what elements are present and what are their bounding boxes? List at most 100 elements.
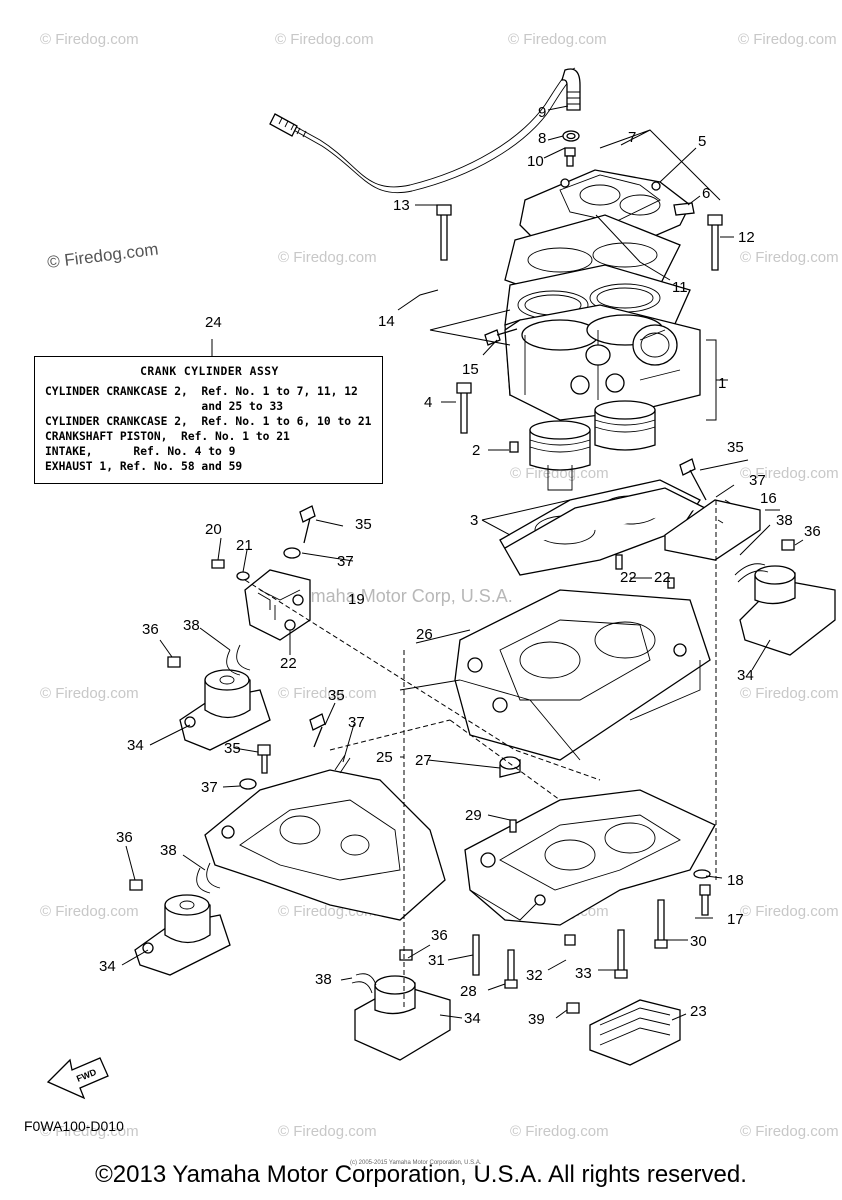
callout-18: 18 bbox=[727, 872, 744, 889]
callout-6: 6 bbox=[702, 185, 710, 202]
callout-35a: 35 bbox=[727, 439, 744, 456]
washers bbox=[196, 499, 769, 994]
callout-15: 15 bbox=[462, 361, 479, 378]
callout-38b: 38 bbox=[183, 617, 200, 634]
callout-21: 21 bbox=[236, 537, 253, 554]
watermark: © Firedog.com bbox=[740, 249, 839, 266]
watermark-prominent: © Firedog.com bbox=[46, 239, 159, 271]
watermark: © Firedog.com bbox=[278, 1123, 377, 1140]
callout-34a: 34 bbox=[737, 667, 754, 684]
callout-14: 14 bbox=[378, 313, 395, 330]
callout-25: 25 bbox=[376, 749, 393, 766]
callout-36c: 36 bbox=[116, 829, 133, 846]
callout-31: 31 bbox=[428, 952, 445, 969]
reference-box-title: CRANK CYLINDER ASSY bbox=[140, 365, 279, 378]
callout-27: 27 bbox=[415, 752, 432, 769]
callout-37c: 37 bbox=[348, 714, 365, 731]
callout-12: 12 bbox=[738, 229, 755, 246]
engine-mount-lower-left bbox=[134, 894, 231, 976]
callout-35c: 35 bbox=[328, 687, 345, 704]
callout-37b: 37 bbox=[337, 553, 354, 570]
reference-row: CYLINDER CRANKCASE 2, Ref. No. 1 to 7, 1… bbox=[45, 385, 358, 398]
cylinder-block bbox=[504, 304, 701, 421]
watermark: © Firedog.com bbox=[738, 31, 837, 48]
callout-10: 10 bbox=[527, 153, 544, 170]
pistons bbox=[529, 400, 656, 491]
watermark: © Firedog.com bbox=[740, 903, 839, 920]
callout-38c: 38 bbox=[160, 842, 177, 859]
bearing-27 bbox=[499, 756, 521, 778]
copyright-notice: ©2013 Yamaha Motor Corporation, U.S.A. A… bbox=[95, 1161, 747, 1188]
callout-8: 8 bbox=[538, 130, 546, 147]
callout-37a: 37 bbox=[749, 472, 766, 489]
watermark: © Firedog.com bbox=[275, 31, 374, 48]
callout-22b: 22 bbox=[654, 569, 671, 586]
callout-numbers: 1 2 3 4 5 6 7 8 9 10 11 12 13 14 15 16 1… bbox=[99, 104, 821, 1028]
mount-bracket-19 bbox=[244, 569, 311, 641]
bolts bbox=[129, 204, 795, 1014]
callout-29: 29 bbox=[465, 807, 482, 824]
watermark: © Firedog.com bbox=[510, 1123, 609, 1140]
alignment-lines bbox=[244, 500, 717, 1010]
callout-34d: 34 bbox=[464, 1010, 481, 1027]
callout-1: 1 bbox=[718, 375, 726, 392]
front-engine-bracket bbox=[204, 769, 446, 921]
watermark: © Firedog.com bbox=[40, 903, 139, 920]
callout-33: 33 bbox=[575, 965, 592, 982]
callout-7: 7 bbox=[628, 129, 636, 146]
hose-clamp bbox=[562, 130, 580, 142]
reference-row: INTAKE, Ref. No. 4 to 9 bbox=[45, 445, 236, 458]
callout-36a: 36 bbox=[804, 523, 821, 540]
callout-35d: 35 bbox=[224, 740, 241, 757]
callout-2: 2 bbox=[472, 442, 480, 459]
callout-22a: 22 bbox=[620, 569, 637, 586]
callout-36b: 36 bbox=[142, 621, 159, 638]
callout-38a: 38 bbox=[776, 512, 793, 529]
watermark-layer: © Firedog.com © Firedog.com © Firedog.co… bbox=[40, 31, 839, 1140]
bolt-10 bbox=[564, 147, 576, 167]
callout-28: 28 bbox=[460, 983, 477, 1000]
crankcase-upper bbox=[454, 589, 711, 761]
callout-30: 30 bbox=[690, 933, 707, 950]
overlay-watermark: Yamaha Motor Corp, U.S.A. bbox=[290, 586, 513, 606]
callout-34b: 34 bbox=[127, 737, 144, 754]
reference-row: CYLINDER CRANKCASE 2, Ref. No. 1 to 6, 1… bbox=[45, 415, 372, 428]
callout-13: 13 bbox=[393, 197, 410, 214]
leader-lines bbox=[121, 105, 804, 1021]
callout-39: 39 bbox=[528, 1011, 545, 1028]
reference-row: and 25 to 33 bbox=[45, 400, 284, 413]
callout-23: 23 bbox=[690, 1003, 707, 1020]
reference-box: CRANK CYLINDER ASSY CYLINDER CRANKCASE 2… bbox=[34, 356, 383, 484]
callout-16: 16 bbox=[760, 490, 777, 507]
watermark: © Firedog.com bbox=[278, 685, 377, 702]
callout-36d: 36 bbox=[431, 927, 448, 944]
watermark: © Firedog.com bbox=[740, 685, 839, 702]
base-gaskets bbox=[499, 479, 706, 576]
callout-19: 19 bbox=[348, 591, 365, 608]
crankcase-lower bbox=[464, 789, 716, 926]
callout-3: 3 bbox=[470, 512, 478, 529]
reference-row: EXHAUST 1, Ref. No. 58 and 59 bbox=[45, 460, 243, 473]
watermark: © Firedog.com bbox=[510, 465, 609, 482]
engine-mount-right-upper bbox=[664, 499, 836, 656]
reference-row: CRANKSHAFT PISTON, Ref. No. 1 to 21 bbox=[45, 430, 290, 443]
callout-20: 20 bbox=[205, 521, 222, 538]
watermark: © Firedog.com bbox=[40, 31, 139, 48]
watermark: © Firedog.com bbox=[40, 1123, 139, 1140]
watermark: © Firedog.com bbox=[40, 685, 139, 702]
watermark: © Firedog.com bbox=[740, 1123, 839, 1140]
watermark: © Firedog.com bbox=[740, 465, 839, 482]
control-box-23 bbox=[589, 999, 681, 1066]
callout-32: 32 bbox=[526, 967, 543, 984]
engine-mount-upper-left bbox=[179, 669, 271, 751]
fwd-arrow-icon: FWD bbox=[46, 1057, 109, 1100]
callout-38d: 38 bbox=[315, 971, 332, 988]
fine-print: (c) 2005-2015 Yamaha Motor Corporation, … bbox=[350, 1160, 482, 1166]
callout-35b: 35 bbox=[355, 516, 372, 533]
callout-9: 9 bbox=[538, 104, 546, 121]
callout-11: 11 bbox=[672, 279, 688, 296]
callout-26: 26 bbox=[416, 626, 433, 643]
callout-22c: 22 bbox=[280, 655, 297, 672]
callout-37d: 37 bbox=[201, 779, 218, 796]
